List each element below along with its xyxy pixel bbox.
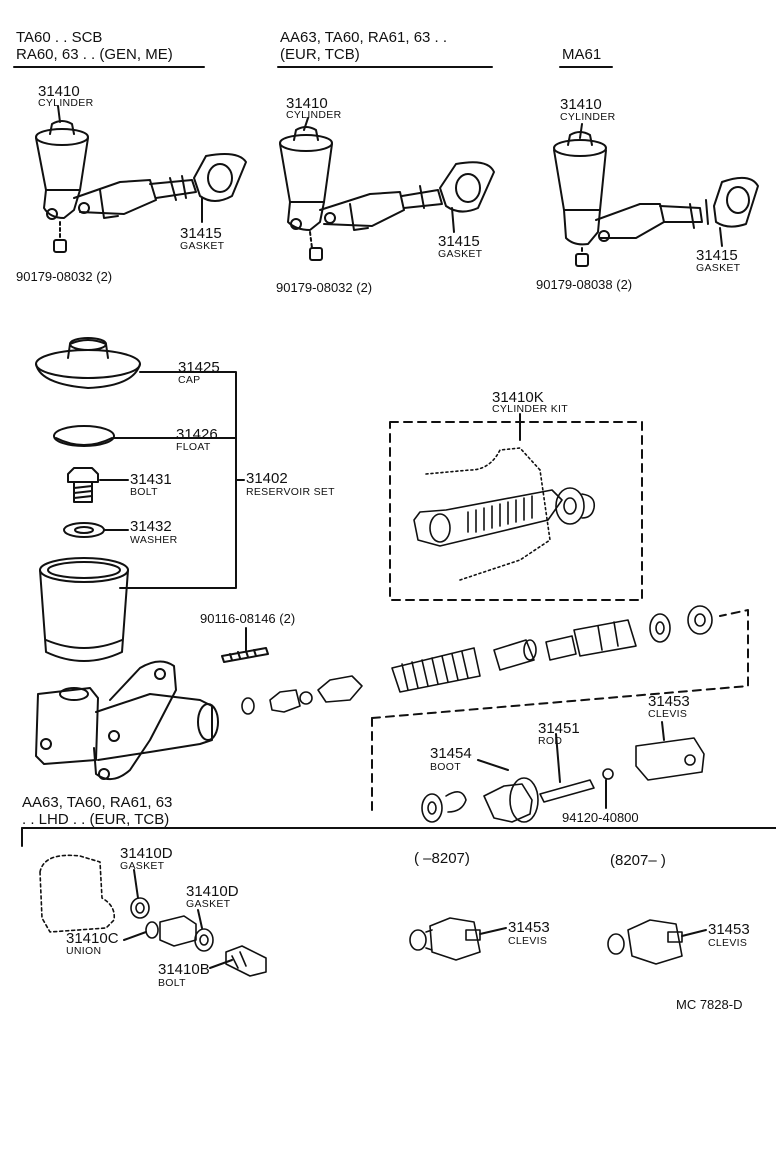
master-cylinder-illustration-right	[553, 131, 759, 267]
tm-cyl-name: CYLINDER	[286, 109, 342, 121]
tr-cyl-num: 31410	[560, 96, 602, 113]
res-washer-num: 31432	[130, 518, 172, 535]
leader-cyl-mid	[303, 117, 309, 131]
leader-boot	[477, 759, 509, 771]
leader-clevis-variant-left	[479, 927, 507, 935]
leader-lhd-bolt	[209, 959, 233, 969]
clevis-variant-right-illustration	[607, 919, 683, 965]
res-bolt-name: BOLT	[130, 486, 158, 498]
master-cylinder-body-illustration	[35, 660, 219, 781]
push-rod-name: ROD	[538, 735, 563, 747]
lhd-gasket2-name: GASKET	[186, 898, 231, 910]
tl-cyl-num: 31410	[38, 83, 80, 100]
tm-cyl-num: 31410	[286, 95, 328, 112]
push-rod-bracket-top	[371, 609, 749, 719]
tr-nut: 90179-08038 (2)	[536, 277, 633, 292]
push-boot-name: BOOT	[430, 761, 461, 773]
leader-lhd-union	[123, 931, 147, 941]
lhd-line2: . . LHD . . (EUR, TCB)	[22, 811, 170, 828]
reservoir-float-illustration	[53, 425, 115, 447]
tm-gasket-name: GASKET	[438, 248, 483, 260]
header-mid-line1: AA63, TA60, RA61, 63 . .	[280, 29, 448, 46]
lhd-gasket1-name: GASKET	[120, 860, 165, 872]
res-set-name: RESERVOIR SET	[246, 486, 335, 498]
lhd-union-num: 31410C	[66, 930, 119, 947]
reservoir-bolt-illustration	[67, 467, 99, 503]
kit-name: CYLINDER KIT	[492, 403, 568, 415]
tr-gasket-name: GASKET	[696, 262, 741, 274]
header-right-line1: MA61	[562, 46, 602, 63]
lhd-line1: AA63, TA60, RA61, 63	[22, 794, 173, 811]
push-nut: 94120-40800	[562, 810, 639, 825]
master-cylinder-illustration-mid	[279, 126, 495, 261]
leader-clevis-variant-right	[681, 929, 707, 937]
reservoir-washer-illustration	[63, 522, 105, 538]
clevis-range-right: (8207– )	[610, 852, 666, 869]
lhd-gasket2-num: 31410D	[186, 883, 239, 900]
res-set-num: 31402	[246, 470, 288, 487]
cylinder-kit-box	[389, 421, 643, 601]
tl-gasket-name: GASKET	[180, 240, 225, 252]
tr-cyl-name: CYLINDER	[560, 111, 616, 123]
push-clevis-name: CLEVIS	[648, 708, 688, 720]
master-cylinder-illustration-left	[35, 120, 247, 253]
res-float-name: FLOAT	[176, 441, 211, 453]
stud-illustration	[221, 647, 269, 663]
reservoir-cap-illustration	[35, 337, 141, 389]
diagram-code: MC 7828-D	[676, 997, 743, 1012]
tl-nut: 90179-08032 (2)	[16, 269, 113, 284]
leader-cyl-right	[579, 123, 583, 139]
stud-label: 90116-08146 (2)	[200, 611, 296, 626]
tm-gasket-num: 31415	[438, 233, 480, 250]
reservoir-body-illustration	[39, 557, 129, 662]
res-float-num: 31426	[176, 426, 218, 443]
leader-clevis	[661, 721, 665, 741]
lhd-bolt-num: 31410B	[158, 961, 210, 978]
clevis-variant-left-illustration	[409, 917, 481, 961]
internal-parts-chain-illustration	[241, 605, 713, 715]
push-rod-assembly-illustration	[421, 737, 705, 823]
cylinder-kit-piston-illustration	[413, 447, 596, 581]
res-washer-name: WASHER	[130, 534, 178, 546]
leader-rod	[555, 733, 561, 783]
tl-gasket-num: 31415	[180, 225, 222, 242]
tl-cyl-name: CYLINDER	[38, 97, 94, 109]
clevis-left-num: 31453	[508, 919, 550, 936]
clevis-left-name: CLEVIS	[508, 935, 548, 947]
leader-lhd-gasket2	[197, 909, 203, 929]
leader-lhd-gasket1	[133, 869, 139, 899]
clevis-right-num: 31453	[708, 921, 750, 938]
res-cap-name: CAP	[178, 374, 201, 386]
kit-num: 31410K	[492, 389, 544, 406]
res-bolt-num: 31431	[130, 471, 172, 488]
leader-cyl-left	[57, 105, 61, 123]
push-boot-num: 31454	[430, 745, 472, 762]
clevis-range-left: ( –8207)	[414, 850, 470, 867]
header-mid-line2: (EUR, TCB)	[280, 46, 360, 63]
tr-gasket-num: 31415	[696, 247, 738, 264]
lhd-union-illustration	[39, 854, 267, 977]
header-left-line2: RA60, 63 . . (GEN, ME)	[16, 46, 173, 63]
tm-nut: 90179-08032 (2)	[276, 280, 373, 295]
push-clevis-num: 31453	[648, 693, 690, 710]
lhd-gasket1-num: 31410D	[120, 845, 173, 862]
push-rod-num: 31451	[538, 720, 580, 737]
lhd-union-name: UNION	[66, 945, 102, 957]
header-left-line1: TA60 . . SCB	[16, 29, 103, 46]
res-cap-num: 31425	[178, 359, 220, 376]
lhd-bolt-name: BOLT	[158, 977, 186, 989]
clevis-right-name: CLEVIS	[708, 937, 748, 949]
